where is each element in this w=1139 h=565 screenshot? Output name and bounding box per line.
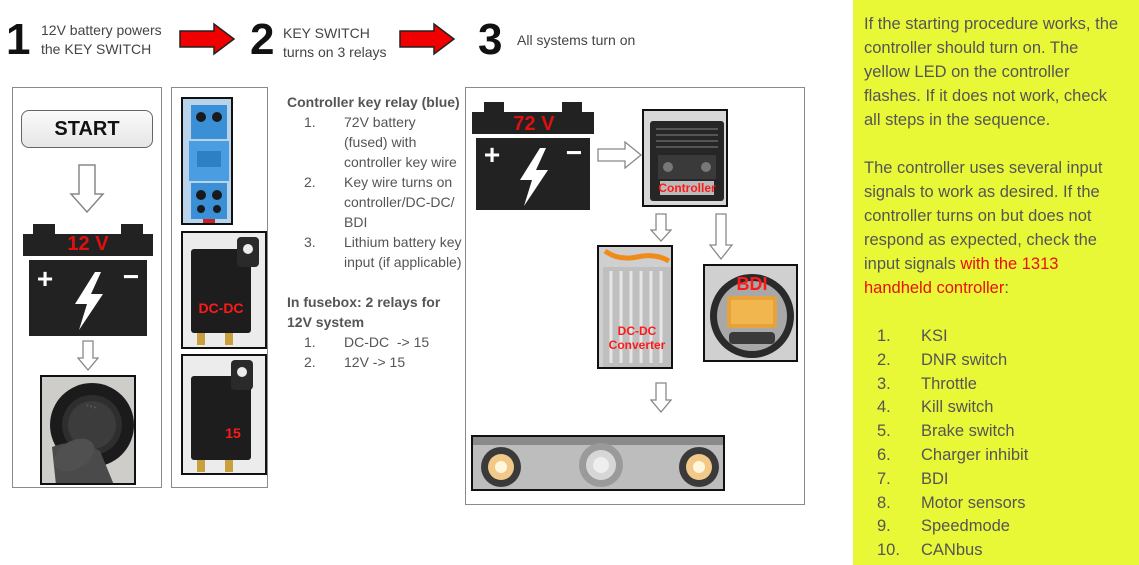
72v-battery-label: 72 V: [513, 113, 555, 135]
dcdc-converter-photo: DC-DC Converter: [597, 245, 673, 369]
down-arrow-icon: [650, 382, 672, 414]
instructions-paragraph-2: The controller uses several input signal…: [864, 159, 1103, 297]
controller-relay-heading: Controller key relay (blue): [287, 94, 460, 110]
list-item: 2.Key wire turns on controller/DC-DC/ BD…: [304, 174, 455, 230]
dcdc-converter-label-line2: Converter: [609, 338, 666, 352]
bdi-photo: BDI: [703, 264, 798, 362]
list-item: 7.BDI: [877, 469, 949, 488]
bdi-label: BDI: [737, 274, 768, 294]
dcdc-converter-label-line1: DC-DC: [618, 324, 657, 338]
battery-minus-sign: −: [123, 261, 139, 292]
dcdc-relay-photo: DC-DC: [181, 231, 267, 349]
dcdc-relay-label: DC-DC: [198, 300, 243, 316]
72v-battery-icon: 72 V + −: [472, 102, 594, 210]
headlights-photo: [471, 435, 725, 491]
key-switch-box: START 12 V + − ◦ ◦ ◦: [12, 87, 162, 488]
controller-relay-list: 1.72V battery (fused) with controller ke…: [287, 112, 462, 272]
list-item: 10.CANbus: [877, 541, 983, 560]
instructions-paragraph-1: If the starting procedure works, the con…: [864, 15, 1119, 129]
step-3-line1: All systems turn on: [517, 32, 636, 48]
down-arrow-icon: [77, 340, 99, 372]
list-item: 6.Charger inhibit: [877, 445, 1029, 464]
step-1-line1: 12V battery powers: [41, 22, 162, 38]
fusebox-heading: In fusebox: 2 relays for 12V system: [287, 294, 441, 330]
down-arrow-icon: [650, 213, 672, 242]
step-1-text: 12V battery powers the KEY SWITCH: [41, 21, 162, 59]
relay-box: DC-DC 15: [171, 87, 268, 488]
svg-text:◦ ◦ ◦: ◦ ◦ ◦: [85, 403, 96, 411]
list-item: 2.12V -> 15: [304, 354, 406, 370]
systems-box: 72 V + − Controller: [465, 87, 805, 505]
instructions-panel: If the starting procedure works, the con…: [853, 0, 1139, 565]
list-item: 4.Kill switch: [877, 398, 994, 417]
list-item: 1.DC-DC -> 15: [304, 334, 430, 350]
key-switch-photo: ◦ ◦ ◦: [40, 375, 136, 485]
battery-plus-sign: +: [484, 139, 500, 170]
step-1-line2: the KEY SWITCH: [41, 41, 152, 57]
step-2-number: 2: [250, 15, 275, 64]
list-item: 1.72V battery (fused) with controller ke…: [304, 114, 457, 170]
list-item: 3.Throttle: [877, 374, 977, 393]
15-relay-photo: 15: [181, 354, 267, 475]
15-relay-label: 15: [225, 425, 241, 441]
step-2-line1: KEY SWITCH: [283, 25, 370, 41]
battery-plus-sign: +: [37, 263, 53, 294]
controller-label: Controller: [658, 181, 716, 195]
start-button[interactable]: START: [21, 110, 153, 148]
controller-photo: Controller: [642, 109, 728, 207]
list-item: 9.Speedmode: [877, 517, 1010, 536]
step-3-number: 3: [478, 15, 503, 64]
12v-battery-label: 12 V: [67, 233, 109, 255]
battery-minus-sign: −: [566, 137, 582, 168]
list-item: 2.DNR switch: [877, 350, 1008, 369]
input-signal-list: 1.KSI 2.DNR switch 3.Throttle 4.Kill swi…: [864, 324, 1128, 562]
right-arrow-icon: [597, 141, 643, 169]
down-arrow-icon: [709, 213, 733, 261]
12v-battery-icon: 12 V + −: [23, 224, 153, 336]
step-3-text: All systems turn on: [517, 31, 635, 50]
red-arrow-icon: [399, 22, 456, 56]
list-item: 1.KSI: [877, 327, 948, 345]
step-1-number: 1: [6, 15, 31, 64]
list-item: 8.Motor sensors: [877, 493, 1026, 512]
blue-relay-photo: [181, 97, 233, 225]
relay-description: Controller key relay (blue) 1.72V batter…: [287, 92, 462, 372]
fusebox-relay-list: 1.DC-DC -> 15 2.12V -> 15: [287, 332, 462, 372]
down-arrow-icon: [69, 164, 105, 214]
list-item: 5.Brake switch: [877, 422, 1015, 441]
step-2-line2: turns on 3 relays: [283, 44, 387, 60]
list-item: 3.Lithium battery key input (if applicab…: [304, 234, 462, 270]
handheld-controller-link: with the 1313 handheld controller: [864, 255, 1059, 297]
red-arrow-icon: [179, 22, 236, 56]
step-2-text: KEY SWITCH turns on 3 relays: [283, 24, 387, 62]
